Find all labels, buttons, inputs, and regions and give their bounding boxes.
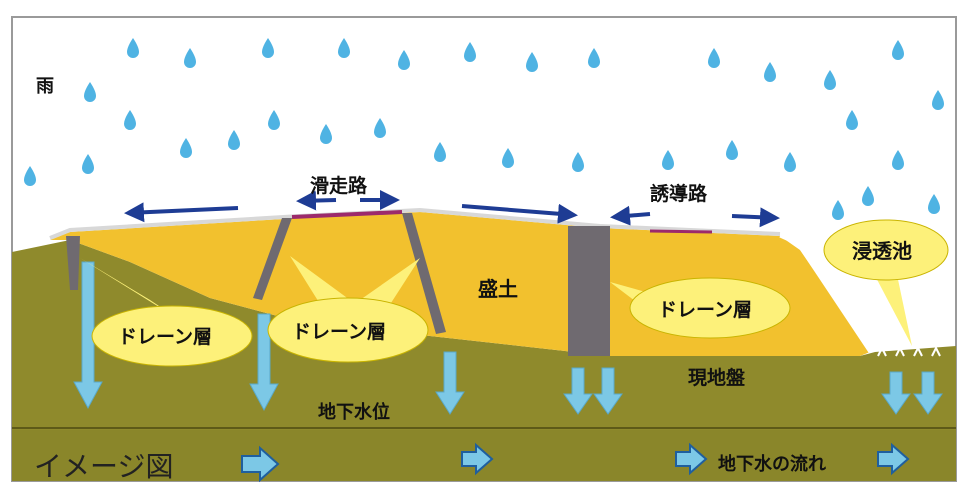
rain-drop (228, 130, 240, 150)
rain-drop (928, 194, 940, 214)
runoff-arrow (296, 190, 337, 211)
rain-drop (832, 200, 844, 220)
label-drain-layer-1: ドレーン層 (118, 326, 212, 348)
rain-drop (502, 148, 514, 168)
flow-arrow (877, 442, 910, 476)
label-rain: 雨 (36, 76, 54, 97)
groundwater-flow-arrows (241, 442, 910, 483)
rain-drop (320, 124, 332, 144)
rain-drop (268, 110, 280, 130)
taxiway-marking (649, 229, 713, 234)
rain-drop (862, 186, 874, 206)
drain-callout-1 (80, 258, 253, 367)
label-drain-layer-3: ドレーン層 (658, 299, 752, 321)
rain-drop (127, 38, 139, 58)
drain-callout-3 (610, 277, 791, 339)
rain-drop (338, 38, 350, 58)
rain-drop (374, 118, 386, 138)
runoff-arrows (124, 190, 780, 228)
label-runway: 滑走路 (310, 174, 368, 197)
pond-callout (823, 219, 949, 346)
flow-arrow (675, 442, 708, 476)
original-ground (12, 240, 956, 481)
rain-drop (824, 70, 836, 90)
drain-slope-right (779, 234, 872, 353)
rain-drop (434, 142, 446, 162)
rain-drop (764, 62, 776, 82)
rain-drop (662, 150, 674, 170)
infiltration-arrows (73, 261, 943, 415)
down-arrow (881, 371, 911, 415)
flow-arrow (461, 442, 494, 476)
rain-drop (24, 166, 36, 186)
drain-callout-2 (267, 256, 429, 363)
rain-drop (588, 48, 600, 68)
runway-marking (291, 210, 403, 219)
drain-wall-runway-left (253, 218, 292, 300)
down-arrow (73, 261, 103, 410)
down-arrow (563, 367, 593, 415)
down-arrow (435, 351, 465, 415)
label-infiltration-pond: 浸透池 (852, 239, 912, 263)
runoff-arrow (731, 207, 780, 228)
rain-drop (932, 90, 944, 110)
rain-drop (784, 152, 796, 172)
rain-drop (184, 48, 196, 68)
rain-drop (726, 140, 738, 160)
runoff-arrow (124, 202, 239, 223)
rain-drop (892, 40, 904, 60)
label-original-ground: 現地盤 (688, 366, 746, 389)
rain-drop (572, 152, 584, 172)
label-fill: 盛土 (478, 277, 518, 301)
rain-drop (846, 110, 858, 130)
rain-drop (464, 42, 476, 62)
label-groundwater-level: 地下水位 (318, 401, 390, 423)
flow-arrow (241, 445, 280, 483)
rain-drop (180, 138, 192, 158)
runoff-arrow (610, 205, 651, 226)
label-taxiway: 誘導路 (650, 182, 708, 205)
drain-wall-middle (568, 226, 610, 356)
rain-drop (708, 48, 720, 68)
rain-drop (84, 82, 96, 102)
rain-drop (124, 110, 136, 130)
label-groundwater-flow: 地下水の流れ (718, 453, 826, 475)
rain-drop (892, 150, 904, 170)
down-arrow (593, 367, 623, 415)
runoff-arrow (461, 203, 578, 224)
rain-drop (82, 154, 94, 174)
drain-wall-runway-right (402, 213, 446, 334)
rain-drop (262, 38, 274, 58)
drain-wall-left (66, 236, 80, 290)
rain-drop (526, 52, 538, 72)
pond-grass (877, 345, 941, 357)
rain (24, 38, 944, 220)
label-image-caption: イメージ図 (34, 450, 173, 483)
down-arrow (913, 371, 943, 415)
rain-drop (398, 50, 410, 70)
label-drain-layer-2: ドレーン層 (292, 321, 386, 343)
